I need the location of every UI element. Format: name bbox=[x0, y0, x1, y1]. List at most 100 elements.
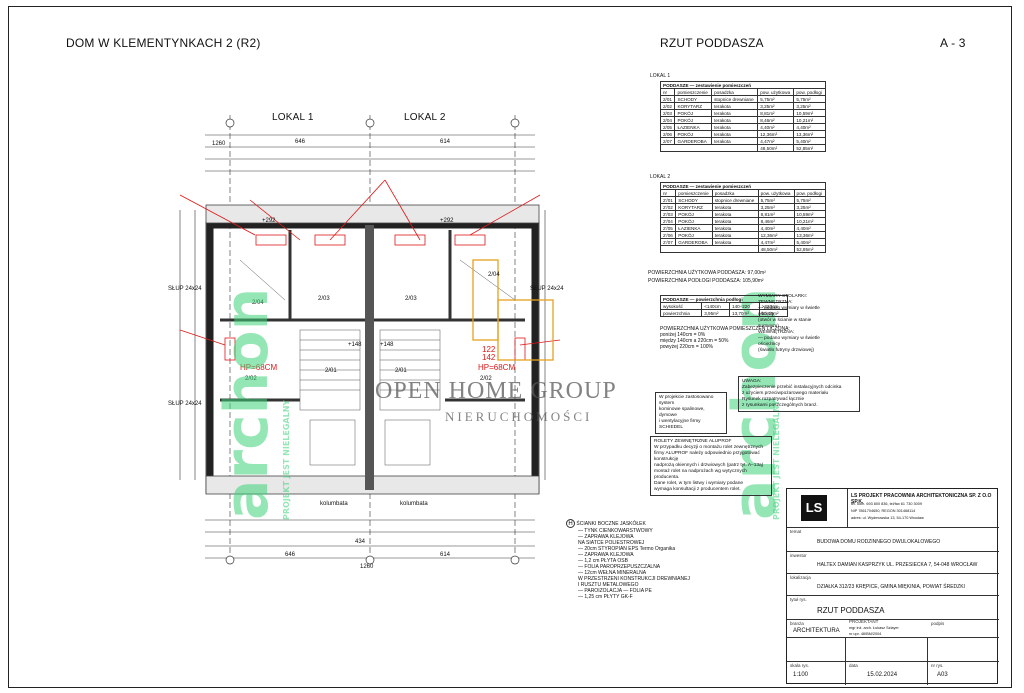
height-cell: <140cm bbox=[701, 302, 731, 310]
roller-line: Dane rolet, w tym listwy i wymiary podan… bbox=[654, 481, 744, 486]
total-cell: 52,85m² bbox=[793, 245, 827, 253]
red-note-hp-right: HP=68CM bbox=[478, 363, 515, 372]
level-mark-2: +292 bbox=[440, 218, 454, 224]
title-block: LS LS PROJEKT PRACOWNIA ARCHITEKTONICZNA… bbox=[786, 488, 999, 685]
table-cell: 2/01 bbox=[659, 95, 676, 103]
roller-line: firmy ALUPROF należy odpowiednio przygot… bbox=[654, 451, 760, 462]
table-cell: terakota bbox=[711, 137, 759, 145]
window-note: WYMIARY STOLARKI: ZEWNĘTRZNA: — podano w… bbox=[755, 292, 835, 356]
table-cell: GARDEROBA bbox=[675, 238, 713, 246]
legend-line: I RUSZTU METALOWEGO bbox=[578, 582, 639, 588]
roller-line: montaż rolet na nadprożach wg wytycznych… bbox=[654, 469, 747, 480]
table-cell: 2'/05 bbox=[659, 224, 677, 232]
data-label: data bbox=[849, 663, 858, 668]
project-title: DOM W KLEMENTYNKACH 2 (R2) bbox=[66, 36, 261, 50]
branza-label: branża bbox=[790, 621, 804, 626]
legend-lines: — TYNK CIENKOWARSTWOWY— ZAPRAWA KLEJOWA … bbox=[578, 528, 690, 600]
table-cell: terakota bbox=[711, 231, 759, 239]
room-label-2: 2/03 bbox=[405, 296, 417, 302]
usable-calc-note: POWIERZCHNIA UŻYTKOWA POMIESZCZEŃ LICZON… bbox=[660, 326, 790, 350]
legend-line: — PAROIZOLACJA — FOLIA PE bbox=[578, 588, 652, 594]
table-cell: 2'/04 bbox=[659, 217, 677, 225]
lokal-1-table-title: LOKAL 1 bbox=[650, 73, 671, 79]
table-cell: 3,25m² bbox=[793, 102, 826, 110]
skala-label: skala rys. bbox=[790, 663, 810, 668]
uwaga-title: UWAGA: bbox=[742, 379, 762, 384]
total-cell: 48,50m² bbox=[757, 144, 795, 152]
inwestor-label: inwestor bbox=[790, 553, 807, 558]
roller-title: ROLETY ZEWNĘTRZNE ALUPROF bbox=[654, 439, 732, 444]
roller-line: wymaga konsultacji z producentem rolet. bbox=[654, 487, 741, 492]
uwaga-line: Rysunek rozpatrywać łącznie bbox=[742, 397, 805, 402]
table-cell: 4,47m² bbox=[757, 238, 795, 246]
table-cell: terakota bbox=[711, 116, 759, 124]
room-label-7: 2/02 bbox=[245, 376, 257, 382]
podpis-label: podpis bbox=[931, 621, 945, 626]
table-cell: 2'/02 bbox=[659, 203, 677, 211]
table-cell: 2/04 bbox=[659, 116, 676, 124]
table-cell: terakota bbox=[711, 238, 759, 246]
legend-title: ŚCIANKI BOCZNE JASKÓŁEK bbox=[576, 521, 646, 527]
green-vertical-note-left: PROJEKT JEST NIELEGALNY bbox=[282, 399, 291, 520]
tytul-label: tytuł rys. bbox=[790, 597, 807, 602]
dim-total-top: 1260 bbox=[212, 141, 226, 147]
column-header: posadzka bbox=[711, 88, 759, 96]
column-header: pow. podłogi bbox=[793, 88, 826, 96]
table-header: PODDASZE — zestawienie pomieszczeń bbox=[660, 81, 826, 89]
table-cell: terakota bbox=[711, 217, 759, 225]
table-cell: 13,36m² bbox=[793, 130, 826, 138]
window-note-line: (otwór w ścianie w stanie surowym) bbox=[758, 318, 812, 329]
temat-value: BUDOWA DOMU RODZINNEGO DWULOKALOWEGO bbox=[817, 539, 941, 545]
projektant-value: mgr inż. arch. Łukasz Szlayer bbox=[849, 626, 899, 630]
agency-sub-watermark: NIERUCHOMOŚCI bbox=[445, 409, 593, 424]
dim-half-top: 646 bbox=[295, 139, 306, 145]
table-cell: POKÓJ bbox=[674, 109, 713, 117]
table-cell: 5,75m² bbox=[757, 95, 795, 103]
table-cell: 4,40m² bbox=[757, 123, 795, 131]
table-cell: 10,59m² bbox=[793, 109, 826, 117]
dim-bottom-total: 1260 bbox=[360, 564, 374, 570]
chimney-note: W projekcie zastosowano system kominowe … bbox=[655, 392, 727, 434]
room-label-8: 2/02 bbox=[480, 376, 492, 382]
red-note-hp-left: HP=68CM bbox=[240, 363, 277, 372]
legend-line: — 20cm STYROPIAN EPS Termo Organika bbox=[578, 546, 676, 552]
column-header: pow. podłogi bbox=[793, 189, 827, 197]
table-cell: KORYTARZ bbox=[675, 203, 713, 211]
level-mark-4: +148 bbox=[380, 342, 394, 348]
table-cell: SCHODY bbox=[674, 95, 713, 103]
table-cell: 3,25m² bbox=[757, 203, 795, 211]
company-name: LS PROJEKT PRACOWNIA ARCHITEKTONICZNA SP… bbox=[851, 493, 992, 505]
column-label-1: SŁUP 24x24 bbox=[168, 286, 202, 292]
roller-line: nadprożą okiennych i drzwiowych (patrz t… bbox=[654, 463, 764, 468]
agency-watermark: OPEN HOME GROUP bbox=[375, 378, 617, 404]
table-cell: 13,36m² bbox=[793, 231, 827, 239]
red-note-142: 142 bbox=[482, 353, 496, 362]
table-cell: SCHODY bbox=[675, 196, 713, 204]
company-line: NIP 7861704650, REGON 301468114 bbox=[851, 509, 916, 513]
window-note-line: ZEWNĘTRZNA: bbox=[758, 300, 793, 305]
table-cell: 2'/03 bbox=[659, 210, 677, 218]
legend-line: — ZAPRAWA KLEJOWA bbox=[578, 552, 634, 558]
table-cell: ŁAZIENKA bbox=[675, 224, 713, 232]
lokal-1-label: LOKAL 1 bbox=[272, 112, 314, 123]
uwaga-note: UWAGA: Zabezpieczenie przebić instalacyj… bbox=[738, 376, 860, 412]
lokal-2-label: LOKAL 2 bbox=[404, 112, 446, 123]
room-label-6: 2/01 bbox=[395, 368, 407, 374]
window-note-line: — podano wymiary w świetle ościeży bbox=[758, 306, 820, 317]
total-cell: 48,50m² bbox=[757, 245, 795, 253]
table-cell: 3,25m² bbox=[793, 203, 827, 211]
company-line: tel. kom. 693 800 836, tel/fax 61 730 30… bbox=[851, 502, 922, 506]
data-value: 15.02.2024 bbox=[867, 672, 898, 678]
table-cell: POKÓJ bbox=[674, 116, 713, 124]
level-mark-3: +148 bbox=[348, 342, 362, 348]
table-cell: 2/02 bbox=[659, 102, 676, 110]
